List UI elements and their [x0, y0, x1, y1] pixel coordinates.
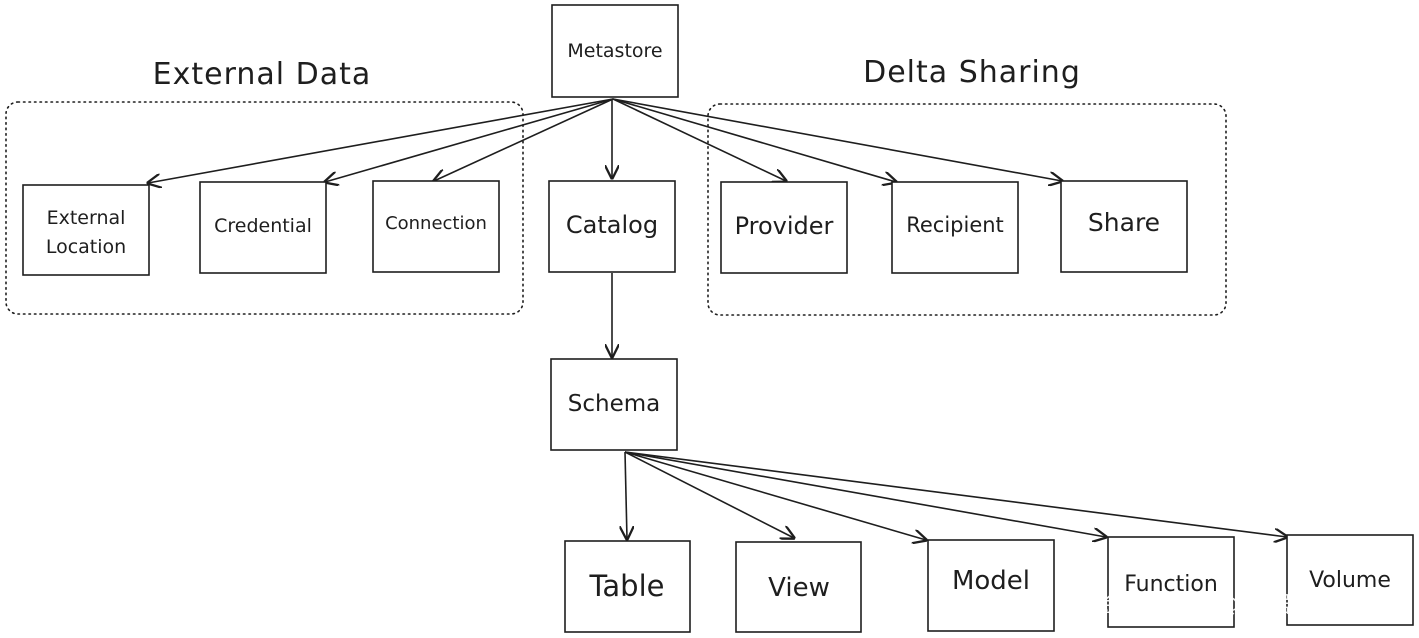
node-provider[interactable]: Provider [720, 181, 848, 274]
node-share-label: Share [1088, 208, 1160, 237]
node-external-location-label-line2: Location [46, 236, 126, 258]
node-connection[interactable]: Connection [372, 180, 500, 273]
node-catalog-label: Catalog [566, 211, 658, 239]
node-volume[interactable]: Volume [1286, 534, 1414, 626]
node-view-label: View [768, 573, 830, 603]
edge-metastore-external-location [148, 98, 614, 183]
node-recipient-label: Recipient [906, 213, 1004, 237]
node-function[interactable]: Function [1107, 536, 1235, 628]
edge-metastore-credential [325, 98, 614, 182]
node-recipient[interactable]: Recipient [891, 181, 1019, 274]
node-catalog[interactable]: Catalog [548, 180, 676, 273]
edge-metastore-share [612, 98, 1062, 181]
node-share[interactable]: Share [1060, 180, 1188, 273]
node-external-location[interactable]: External Location [22, 184, 150, 276]
node-model-label: Model [952, 566, 1030, 596]
delta-sharing-group [707, 103, 1227, 316]
node-credential-label: Credential [214, 215, 312, 237]
external-data-group [5, 101, 524, 315]
node-table[interactable]: Table [564, 540, 691, 633]
node-view[interactable]: View [735, 541, 862, 633]
node-external-location-label-line1: External [47, 207, 126, 229]
external-data-group-label: External Data [153, 57, 372, 92]
edge-schema-model [624, 451, 926, 540]
watermark-text: 掘金技术社区 @ 数据智能老司机 [1078, 593, 1400, 618]
node-volume-label: Volume [1309, 568, 1391, 593]
node-credential[interactable]: Credential [199, 181, 327, 274]
edge-metastore-provider [612, 98, 786, 181]
node-schema[interactable]: Schema [550, 358, 678, 451]
edge-metastore-recipient [612, 98, 896, 182]
node-connection-label: Connection [385, 213, 487, 234]
metastore-edges [148, 98, 1062, 183]
node-provider-label: Provider [735, 212, 834, 240]
node-function-label: Function [1124, 572, 1218, 597]
node-table-label: Table [589, 569, 665, 603]
edge-schema-table [625, 451, 627, 539]
edge-schema-view [624, 451, 794, 538]
node-model[interactable]: Model [927, 539, 1055, 632]
node-metastore-label: Metastore [567, 40, 662, 62]
edge-metastore-connection [434, 98, 614, 181]
schema-edges [624, 451, 1287, 540]
node-metastore[interactable]: Metastore [551, 4, 679, 98]
node-schema-label: Schema [568, 391, 660, 417]
edge-schema-volume [624, 451, 1287, 537]
delta-sharing-group-label: Delta Sharing [863, 55, 1081, 90]
edge-schema-function [624, 451, 1106, 537]
